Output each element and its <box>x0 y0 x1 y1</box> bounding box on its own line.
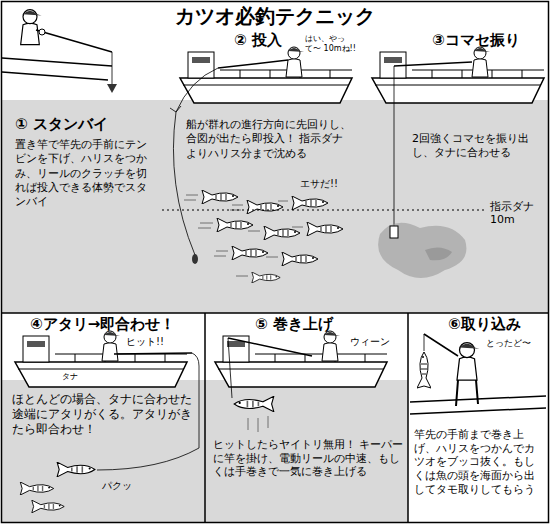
step-heading: ④アタリ→即合わせ！ <box>30 316 175 333</box>
step-text: 竿先の手前まで巻き上げ、ハリスをつかんでカツオをブッコ抜く。もしくは魚の頭を海面… <box>414 428 542 496</box>
step-heading: ⑥取り込み <box>448 316 521 333</box>
step-heading: ① スタンバイ <box>15 116 108 133</box>
diagram-title: カツオ必釣テクニック <box>0 4 550 28</box>
step-text: ヒットしたらヤイトリ無用！ キーパーに竿を掛け、電動リールの中速、もしくは手巻き… <box>213 438 405 479</box>
step-heading: ② 投入 <box>234 32 282 49</box>
step-text: 2回強くコマセを振り出し、タナに合わせる <box>412 132 530 161</box>
step-panel: ③コマセ振り 2回強くコマセを振り出し、タナに合わせる <box>370 30 548 312</box>
callout-label: エサだ!! <box>300 178 360 190</box>
step-heading: ③コマセ振り <box>432 32 520 49</box>
step-text: 船が群れの進行方向に先回りし、合図が出たら即投入！ 指示ダナよりハリス分まで沈め… <box>186 118 351 161</box>
callout-label: ヒット!! <box>126 336 176 348</box>
callout-label: はい、やって〜 10mね!! <box>305 34 359 53</box>
step-text: ほとんどの場合、タナに合わせた途端にアタリがくる。アタリがきたら即合わせ！ <box>12 392 192 437</box>
step-panel: ② 投入船が群れの進行方向に先回りし、合図が出たら即投入！ 指示ダナよりハリス分… <box>162 30 370 312</box>
step-panel: ① スタンバイ置き竿で竿先の手前にテンビンを下げ、ハリスをつかみ、リールのクラッ… <box>2 30 162 312</box>
step-heading: ⑤ 巻き上げ <box>255 316 333 333</box>
callout-label: パクッ <box>102 480 146 492</box>
step-text: 置き竿で竿先の手前にテンビンを下げ、ハリスをつかみ、リールのクラッチを切れば投入… <box>15 138 157 209</box>
callout-label: とったど〜 <box>486 338 542 349</box>
callout-label: ウィーン <box>350 336 402 348</box>
callout-label: 指示ダナ 10m <box>490 200 542 226</box>
callout-label: タナ <box>62 372 92 382</box>
